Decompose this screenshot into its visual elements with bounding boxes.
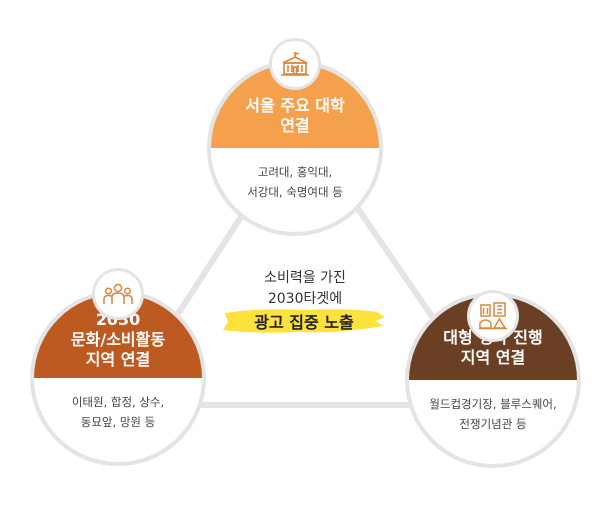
node-detail-line: 이태원, 합정, 상수,: [71, 395, 165, 409]
node-detail-line: 동묘앞, 망원 등: [80, 415, 156, 429]
node-detail-line: 월드컵경기장, 블루스퀘어,: [429, 397, 557, 411]
highlight-banner: 광고 집중 노출: [219, 304, 389, 338]
node-title-line: 지역 연결: [460, 348, 526, 367]
node-detail-line: 전쟁기념관 등: [459, 417, 527, 431]
highlight-brush-stroke: [223, 309, 385, 333]
center-message: 소비력을 가진 2030타겟에: [200, 268, 410, 310]
node-large-events-details: 월드컵경기장, 블루스퀘어, 전쟁기념관 등: [409, 380, 577, 464]
node-detail-line: 서강대, 숙명여대 등: [247, 185, 343, 199]
node-title-line: 연결: [280, 116, 310, 135]
center-line-2: 2030타겟에: [267, 291, 343, 307]
venue-buildings-icon: [467, 290, 519, 342]
node-title-line: 서울 주요 대학: [245, 96, 345, 115]
highlight-label: 광고 집중 노출: [254, 313, 354, 332]
people-group-icon: [92, 268, 144, 320]
node-2030-culture-header: 2030 문화/소비활동 지역 연결: [34, 294, 202, 378]
node-detail-line: 고려대, 홍익대,: [257, 165, 333, 179]
node-seoul-universities-details: 고려대, 홍익대, 서강대, 숙명여대 등: [211, 148, 379, 232]
node-2030-culture-details: 이태원, 합정, 상수, 동묘앞, 망원 등: [34, 378, 202, 462]
university-building-icon: [269, 38, 321, 90]
node-title-line: 문화/소비활동: [70, 330, 166, 349]
center-line-1: 소비력을 가진: [264, 270, 346, 286]
node-2030-culture: 2030 문화/소비활동 지역 연결 이태원, 합정, 상수, 동묘앞, 망원 …: [30, 290, 206, 466]
node-title-line: 지역 연결: [85, 350, 151, 369]
